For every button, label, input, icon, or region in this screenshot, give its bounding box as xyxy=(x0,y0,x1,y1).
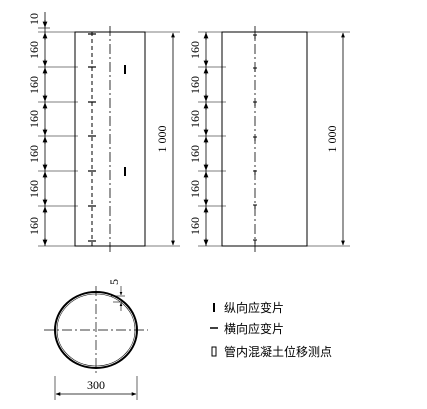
right-total-label: 1 000 xyxy=(325,126,339,153)
right-segment-label-5: 160 xyxy=(188,180,202,198)
cross-section: 5 300 xyxy=(44,279,148,400)
left-top-gap-label: 10 xyxy=(27,13,41,25)
left-elevation: 10 160 160 160 160 160 160 1 000 xyxy=(27,12,180,252)
left-dimension-chain xyxy=(38,12,78,247)
left-total-label: 1 000 xyxy=(155,126,169,153)
left-total-dimension xyxy=(145,31,180,247)
right-segment-label-2: 160 xyxy=(188,76,202,94)
left-horizontal-gauges xyxy=(88,33,96,242)
right-segment-label-6: 160 xyxy=(188,217,202,235)
offset-label: 5 xyxy=(107,279,121,285)
left-segment-label-6: 160 xyxy=(27,217,41,235)
right-segment-label-4: 160 xyxy=(188,145,202,163)
left-segment-label-3: 160 xyxy=(27,110,41,128)
left-segment-label-2: 160 xyxy=(27,76,41,94)
right-segment-label-1: 160 xyxy=(188,41,202,59)
legend-hollow-rect-icon xyxy=(211,346,217,357)
legend-label-displacement: 管内混凝土位移测点 xyxy=(224,344,332,359)
right-tube-outline xyxy=(221,31,308,247)
left-segment-label-1: 160 xyxy=(27,41,41,59)
right-dimension-chain xyxy=(198,31,226,247)
diameter-label: 300 xyxy=(87,378,105,392)
legend-label-transverse: 横向应变片 xyxy=(224,321,284,336)
legend-label-longitudinal: 纵向应变片 xyxy=(224,300,284,315)
right-segment-label-3: 160 xyxy=(188,110,202,128)
left-segment-label-4: 160 xyxy=(27,145,41,163)
left-segment-label-5: 160 xyxy=(27,180,41,198)
right-displacement-points xyxy=(253,34,257,244)
right-elevation: 160 160 160 160 160 160 1 000 xyxy=(188,26,350,252)
right-total-dimension xyxy=(307,31,350,247)
legend: 纵向应变片 横向应变片 管内混凝土位移测点 xyxy=(210,300,332,359)
